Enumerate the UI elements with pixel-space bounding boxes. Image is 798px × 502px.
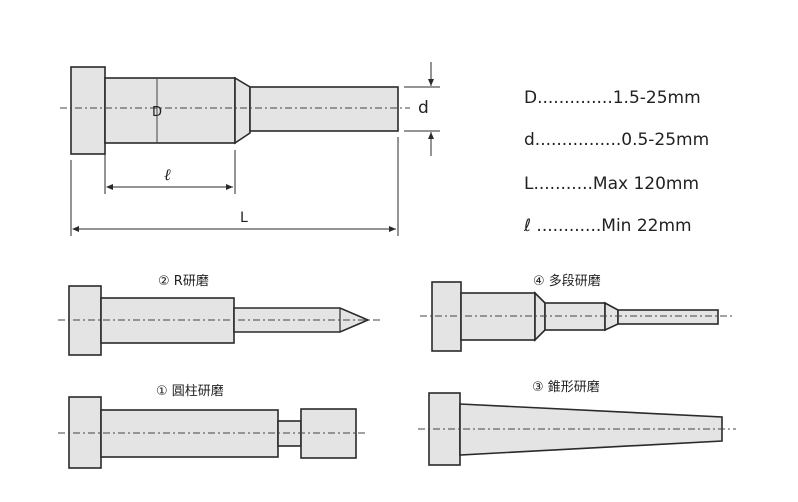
caption-multi-step: ④ 多段研磨 xyxy=(533,274,601,289)
label-d: d xyxy=(418,98,429,118)
caption-r-grind: ② R研磨 xyxy=(158,274,209,289)
label-L: L xyxy=(240,210,248,226)
main-punch-shoulder xyxy=(234,76,251,145)
spec-l: ℓ ............Min 22mm xyxy=(524,216,692,236)
spec-d: d................0.5-25mm xyxy=(524,130,710,150)
main-punch-head xyxy=(70,66,106,155)
L-dimension xyxy=(70,137,399,236)
caption-taper: ③ 錐形研磨 xyxy=(532,380,600,395)
label-l: ℓ xyxy=(164,165,171,184)
main-punch xyxy=(70,66,399,155)
d-dimension xyxy=(404,62,440,156)
spec-D: D..............1.5-25mm xyxy=(524,88,701,108)
spec-L: L...........Max 120mm xyxy=(524,174,700,194)
caption-cylinder: ① 圓柱研磨 xyxy=(156,384,224,399)
l-dimension xyxy=(104,150,236,194)
main-punch-tip xyxy=(249,86,399,132)
label-D: D xyxy=(152,105,162,120)
main-punch-body xyxy=(104,77,236,144)
